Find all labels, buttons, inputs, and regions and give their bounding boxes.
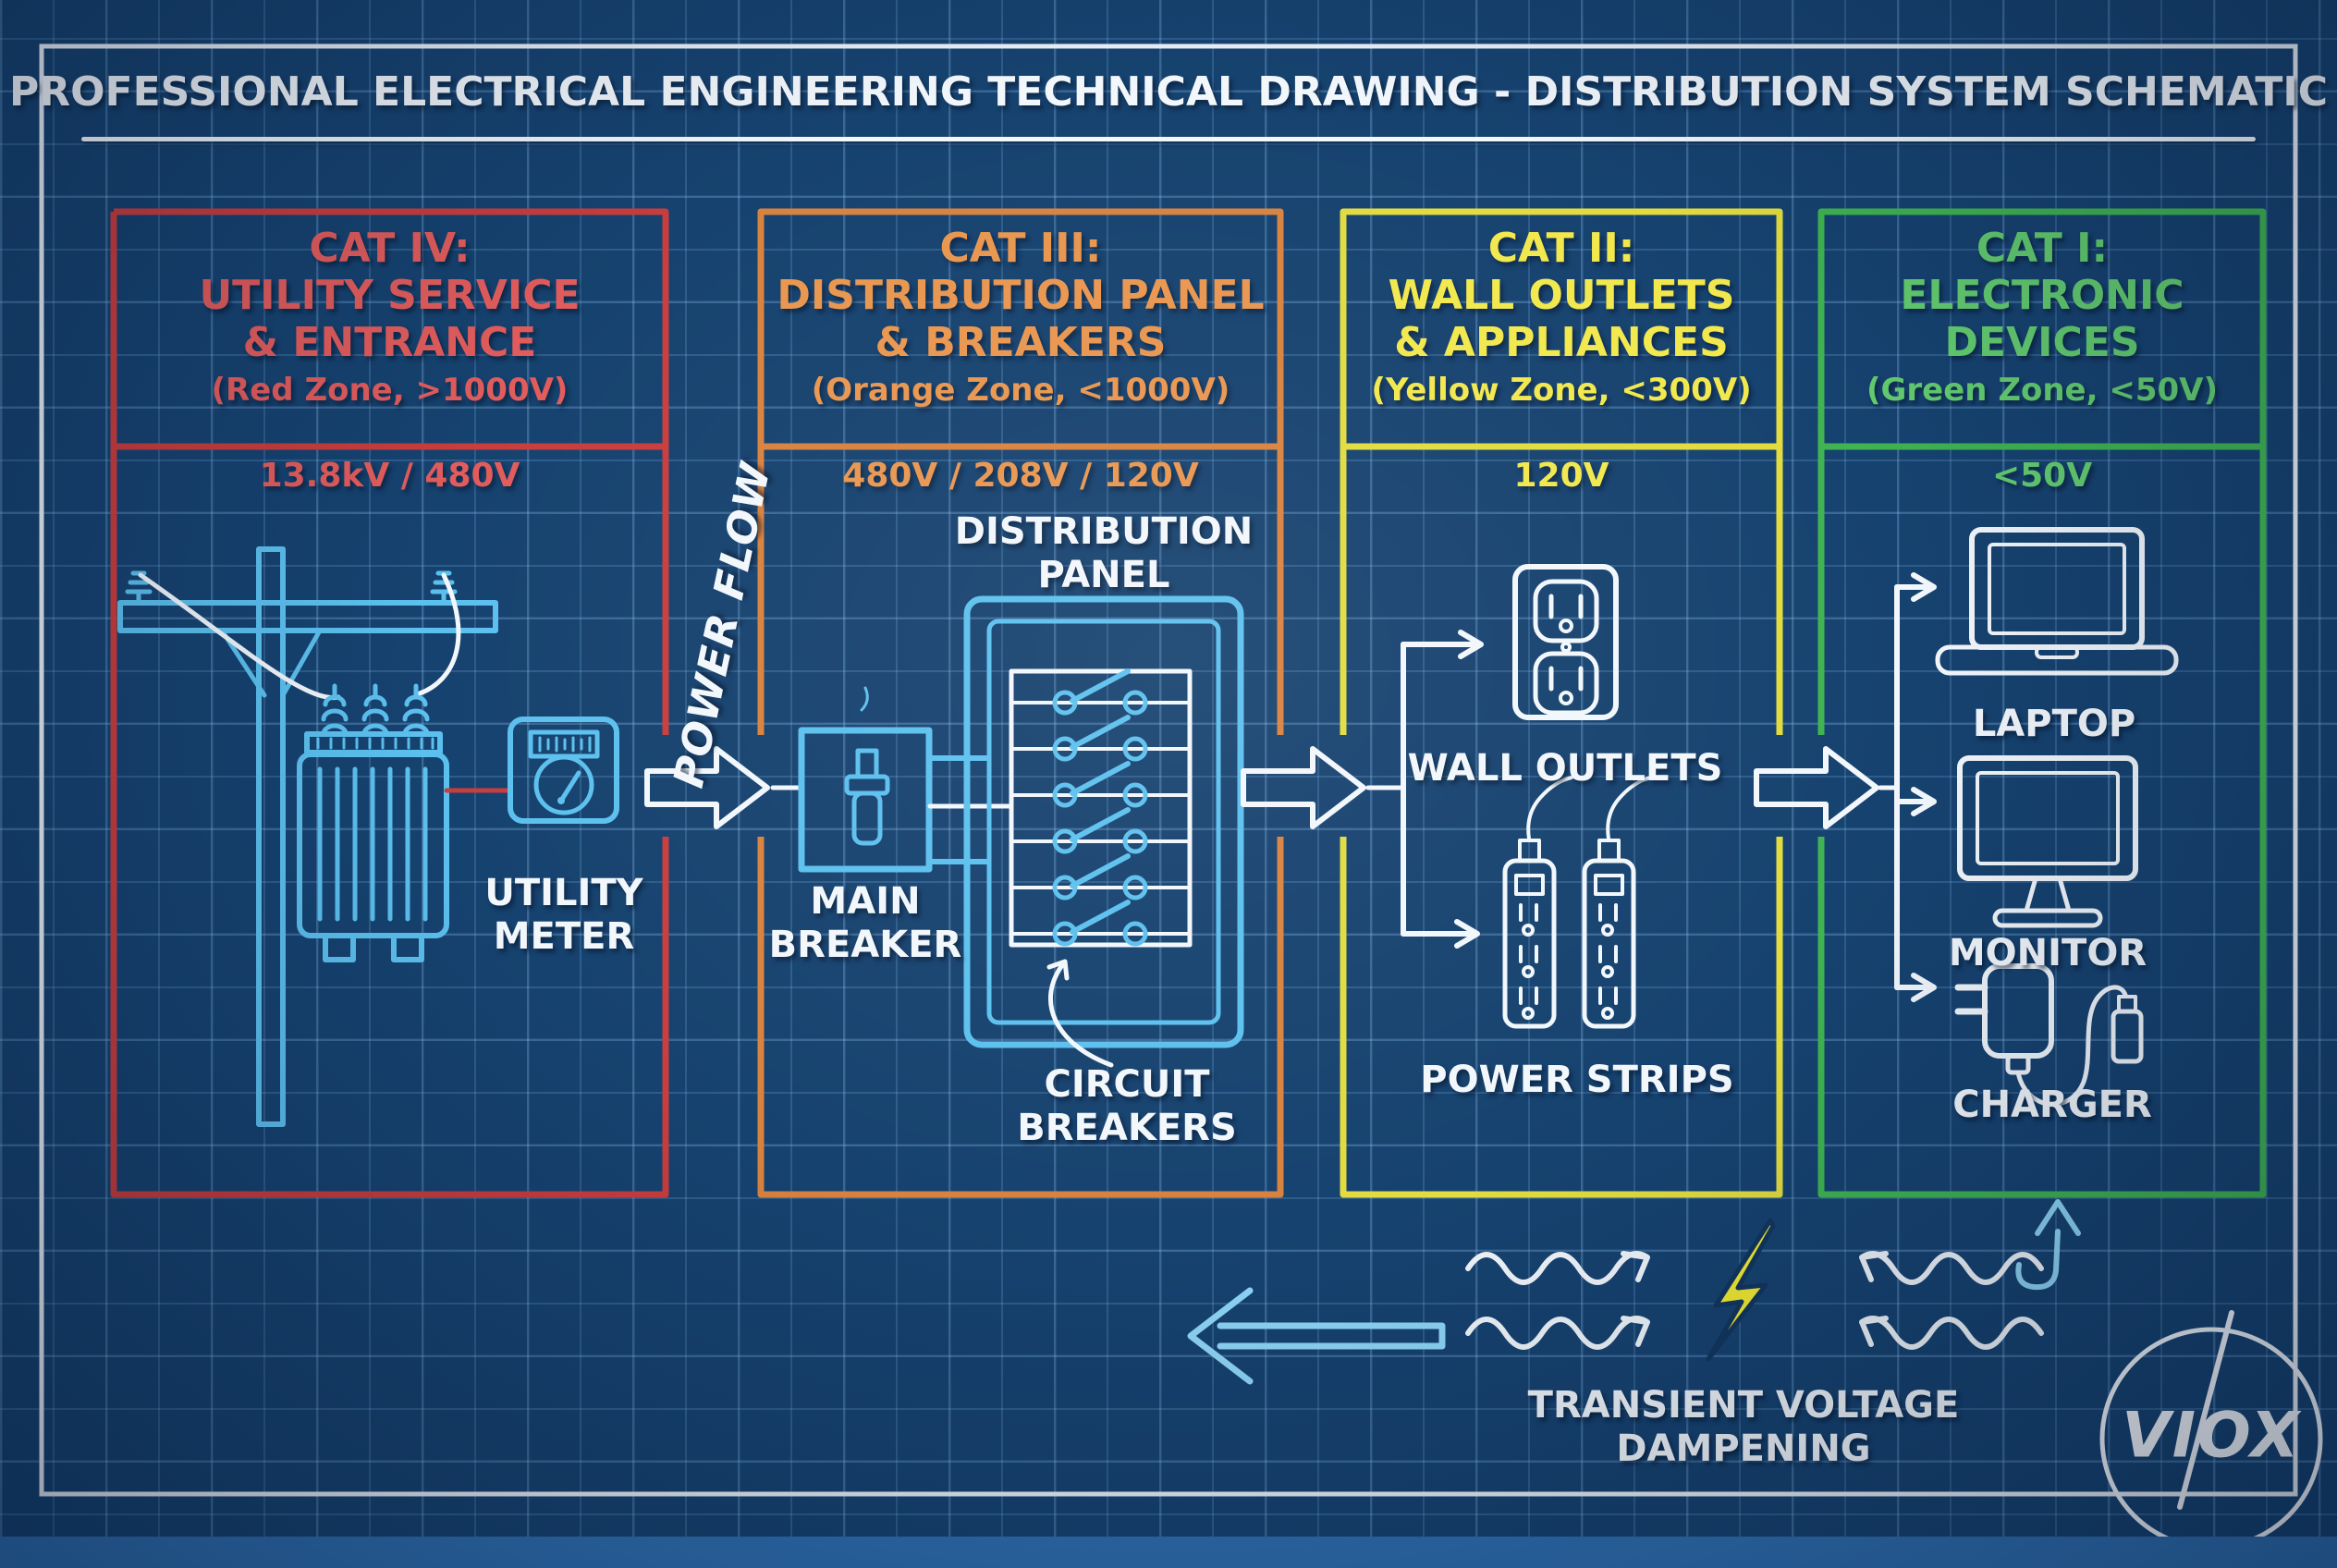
power-strip-icon: [1502, 776, 1573, 1029]
transformer-icon: [297, 683, 449, 962]
laptop-label: LAPTOP: [1972, 703, 2136, 745]
surge-up-arrow: [2015, 1199, 2081, 1291]
main-breaker-label: MAIN BREAKER: [768, 880, 962, 967]
zone-voltage: 13.8kV / 480V: [259, 457, 520, 495]
wall-outlets-label: WALL OUTLETS: [1407, 747, 1723, 790]
charger-icon: [1954, 963, 2144, 1107]
zone-cat3-header: CAT III: DISTRIBUTION PANEL & BREAKERS (…: [761, 225, 1280, 409]
zone-cat4-header: CAT IV: UTILITY SERVICE & ENTRANCE (Red …: [114, 225, 666, 409]
footer-strip: [0, 1537, 2337, 1568]
zone-title: & BREAKERS: [875, 319, 1167, 367]
utility-pole-icon: [117, 546, 498, 1127]
dampening-feedback-arrow: [1187, 1287, 1446, 1385]
zone-cat2-box: [1340, 208, 1783, 1198]
zone-cat2-header: CAT II: WALL OUTLETS & APPLIANCES (Yello…: [1343, 225, 1780, 409]
zone-title: & APPLIANCES: [1394, 319, 1729, 367]
zone-subtitle: (Orange Zone, <1000V): [811, 372, 1230, 410]
utility-meter-icon: [508, 717, 619, 824]
zone-title: DISTRIBUTION PANEL: [777, 272, 1265, 320]
power-strips-label: POWER STRIPS: [1420, 1059, 1734, 1101]
zone-title: CAT I:: [1976, 225, 2109, 272]
zone-title: CAT III:: [939, 225, 1102, 272]
page-frame: [39, 43, 2298, 1497]
lightning-bolt-icon: [1706, 1218, 1776, 1362]
zone-cat3-box: [757, 208, 1284, 1198]
circuit-breakers-callout-arrow: [1046, 959, 1114, 1068]
charger-label: CHARGER: [1952, 1084, 2152, 1126]
zone-title: CAT II:: [1487, 225, 1635, 272]
monitor-label: MONITOR: [1948, 932, 2147, 974]
zone-subtitle: (Red Zone, >1000V): [211, 372, 569, 410]
circuit-breakers-label: CIRCUIT BREAKERS: [1017, 1063, 1237, 1150]
power-line-wires-icon: [138, 572, 461, 701]
power-strip-icon: [1582, 776, 1653, 1029]
zone-title: ELECTRONIC: [1900, 272, 2184, 320]
wavy-arrows: [1465, 1251, 2044, 1350]
cat1-wiring: [1894, 572, 1937, 1002]
page-title: PROFESSIONAL ELECTRICAL ENGINEERING TECH…: [9, 68, 2328, 116]
transient-voltage-label: TRANSIENT VOLTAGE DAMPENING: [1527, 1384, 1960, 1471]
zone-subtitle: (Green Zone, <50V): [1866, 372, 2219, 410]
distribution-panel-icon: [963, 595, 1244, 1048]
zone-cat1-header: CAT I: ELECTRONIC DEVICES (Green Zone, <…: [1821, 225, 2263, 409]
distribution-panel-label: DISTRIBUTION PANEL: [954, 510, 1254, 597]
zone-voltage: 480V / 208V / 120V: [842, 457, 1199, 495]
zone-title: & ENTRANCE: [242, 319, 537, 367]
zone-cat1-box: [1817, 208, 2267, 1198]
main-breaker-icon: [770, 686, 1014, 873]
zone-title: WALL OUTLETS: [1388, 272, 1735, 320]
power-flow-arrow-2: [1241, 746, 1366, 829]
zone-title: DEVICES: [1944, 319, 2140, 367]
power-flow-arrow-3: [1754, 746, 1879, 829]
viox-logo-text: VIOX: [2122, 1399, 2301, 1473]
zone-voltage: <50V: [1991, 457, 2093, 495]
wall-outlet-icon: [1512, 564, 1619, 720]
zone-voltage: 120V: [1513, 457, 1609, 495]
zone-title: CAT IV:: [309, 225, 471, 272]
monitor-icon: [1957, 755, 2138, 928]
cat2-wiring: [1401, 630, 1484, 949]
power-flow-arrow-1: [644, 746, 770, 829]
zone-cat4-box: [110, 208, 669, 1198]
laptop-icon: [1935, 527, 2179, 676]
zone-subtitle: (Yellow Zone, <300V): [1371, 372, 1752, 410]
circuit-breaker-switches: [1009, 668, 1192, 947]
utility-meter-label: UTILITY METER: [484, 872, 643, 959]
zone-title: UTILITY SERVICE: [199, 272, 581, 320]
title-underline: [81, 137, 2256, 141]
